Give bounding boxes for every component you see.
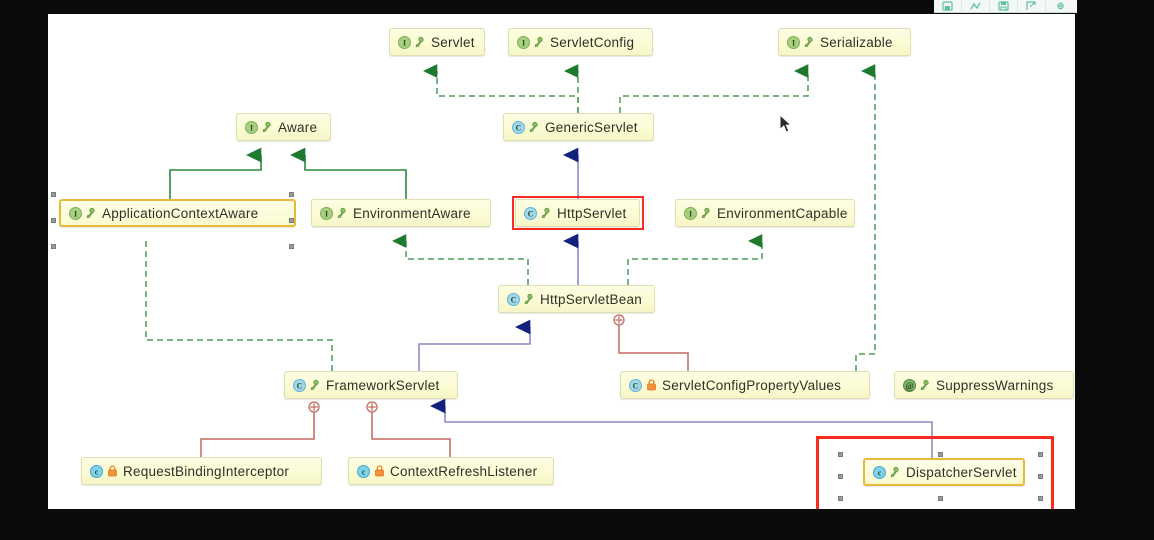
lock-icon [108, 464, 117, 476]
edge-genericservlet-servlet [422, 64, 579, 113]
lock-icon [647, 378, 656, 390]
class-node-label: DispatcherServlet [906, 464, 1017, 480]
svg-text:c: c [95, 467, 99, 476]
class-node-aware[interactable]: I Aware [236, 113, 331, 141]
svg-text:I: I [250, 123, 253, 132]
edge-suppresswarnings-serializable [855, 64, 876, 371]
svg-text:C: C [516, 123, 522, 132]
class-node-environmentcapable[interactable]: I EnvironmentCapable [675, 199, 855, 227]
key-icon [890, 466, 899, 477]
highlight-dispatcherservlet [816, 436, 1054, 509]
resize-handle[interactable] [51, 244, 56, 249]
class-node-label: ApplicationContextAware [102, 205, 259, 221]
class-node-reqbindinterceptor[interactable]: c RequestBindingInterceptor [81, 457, 322, 485]
resize-handle[interactable] [289, 192, 294, 197]
edge-frameworkservlet-ctxrefreshlistener [366, 401, 451, 457]
key-icon [337, 207, 346, 218]
svg-text:@: @ [905, 381, 913, 391]
key-icon [415, 36, 424, 47]
class-node-dispatcherservlet[interactable]: c DispatcherServlet [863, 458, 1025, 486]
edge-httpservletbean-environmentcapable [627, 234, 763, 285]
resize-handle[interactable] [289, 244, 294, 249]
class-node-ctxrefreshlistener[interactable]: c ContextRefreshListener [348, 457, 554, 485]
class-node-label: ContextRefreshListener [390, 463, 538, 479]
layout-graph-icon[interactable] [962, 0, 990, 13]
class-node-svcconfigprops[interactable]: C ServletConfigPropertyValues [620, 371, 870, 399]
class-node-environmentaware[interactable]: I EnvironmentAware [311, 199, 491, 227]
edge-httpservletbean-svcconfigprops [613, 314, 689, 371]
edge-appcontextaware-aware [169, 147, 262, 199]
class-node-serializable[interactable]: I Serializable [778, 28, 911, 56]
class-node-label: SuppressWarnings [936, 377, 1054, 393]
class-node-label: Serializable [820, 34, 893, 50]
class-node-httpservletbean[interactable]: C HttpServletBean [498, 285, 655, 313]
save-diagram-icon[interactable] [990, 0, 1018, 13]
open-external-icon[interactable] [1018, 0, 1046, 13]
svg-text:I: I [403, 38, 406, 47]
class-node-frameworkservlet[interactable]: C FrameworkServlet [284, 371, 458, 399]
diagram-edges [145, 64, 933, 458]
key-icon [262, 121, 271, 132]
svg-text:I: I [689, 209, 692, 218]
class-node-label: RequestBindingInterceptor [123, 463, 290, 479]
svg-text:C: C [528, 209, 534, 218]
svg-text:C: C [511, 295, 517, 304]
class-node-label: GenericServlet [545, 119, 638, 135]
svg-text:I: I [522, 38, 525, 47]
svg-text:c: c [362, 467, 366, 476]
class-node-label: HttpServlet [557, 205, 627, 221]
class-node-servlet[interactable]: I Servlet [389, 28, 485, 56]
key-icon [86, 207, 95, 218]
class-node-label: Aware [278, 119, 318, 135]
export-image-icon[interactable] [934, 0, 962, 13]
key-icon [804, 36, 813, 47]
class-node-label: EnvironmentAware [353, 205, 471, 221]
key-icon [701, 207, 710, 218]
edge-genericservlet-serializable [619, 64, 809, 113]
edge-environmentaware-aware [289, 147, 407, 199]
class-node-httpservlet[interactable]: C HttpServlet [515, 199, 640, 227]
highlight-httpservlet [512, 196, 644, 230]
key-icon [310, 379, 319, 390]
diagram-toolbar [934, 0, 1077, 13]
class-node-appcontextaware[interactable]: I ApplicationContextAware [59, 199, 296, 227]
class-node-label: Servlet [431, 34, 475, 50]
svg-text:I: I [792, 38, 795, 47]
class-node-label: ServletConfig [550, 34, 635, 50]
class-node-genericservlet[interactable]: C GenericServlet [503, 113, 654, 141]
class-node-label: FrameworkServlet [326, 377, 440, 393]
settings-gear-icon[interactable] [1046, 0, 1074, 13]
resize-handle[interactable] [51, 218, 56, 223]
class-node-servletconfig[interactable]: I ServletConfig [508, 28, 653, 56]
resize-handle[interactable] [51, 192, 56, 197]
class-node-label: ServletConfigPropertyValues [662, 377, 842, 393]
edge-httpservletbean-environmentaware [391, 234, 529, 285]
svg-text:c: c [878, 468, 882, 477]
lock-icon [375, 464, 384, 476]
key-icon [920, 379, 929, 390]
edge-frameworkservlet-reqbindinterceptor [200, 401, 320, 457]
key-icon [529, 121, 538, 132]
edge-frameworkservlet-httpservletbean [418, 319, 531, 371]
svg-text:I: I [74, 209, 77, 218]
class-node-suppresswarnings[interactable]: @ SuppressWarnings [894, 371, 1074, 399]
svg-text:C: C [633, 381, 639, 390]
key-icon [541, 207, 550, 218]
svg-text:C: C [297, 381, 303, 390]
key-icon [534, 36, 543, 47]
class-node-label: EnvironmentCapable [717, 205, 848, 221]
edge-frameworkservlet-appcontextaware [145, 241, 333, 371]
svg-text:I: I [325, 209, 328, 218]
key-icon [524, 293, 533, 304]
class-node-label: HttpServletBean [540, 291, 643, 307]
